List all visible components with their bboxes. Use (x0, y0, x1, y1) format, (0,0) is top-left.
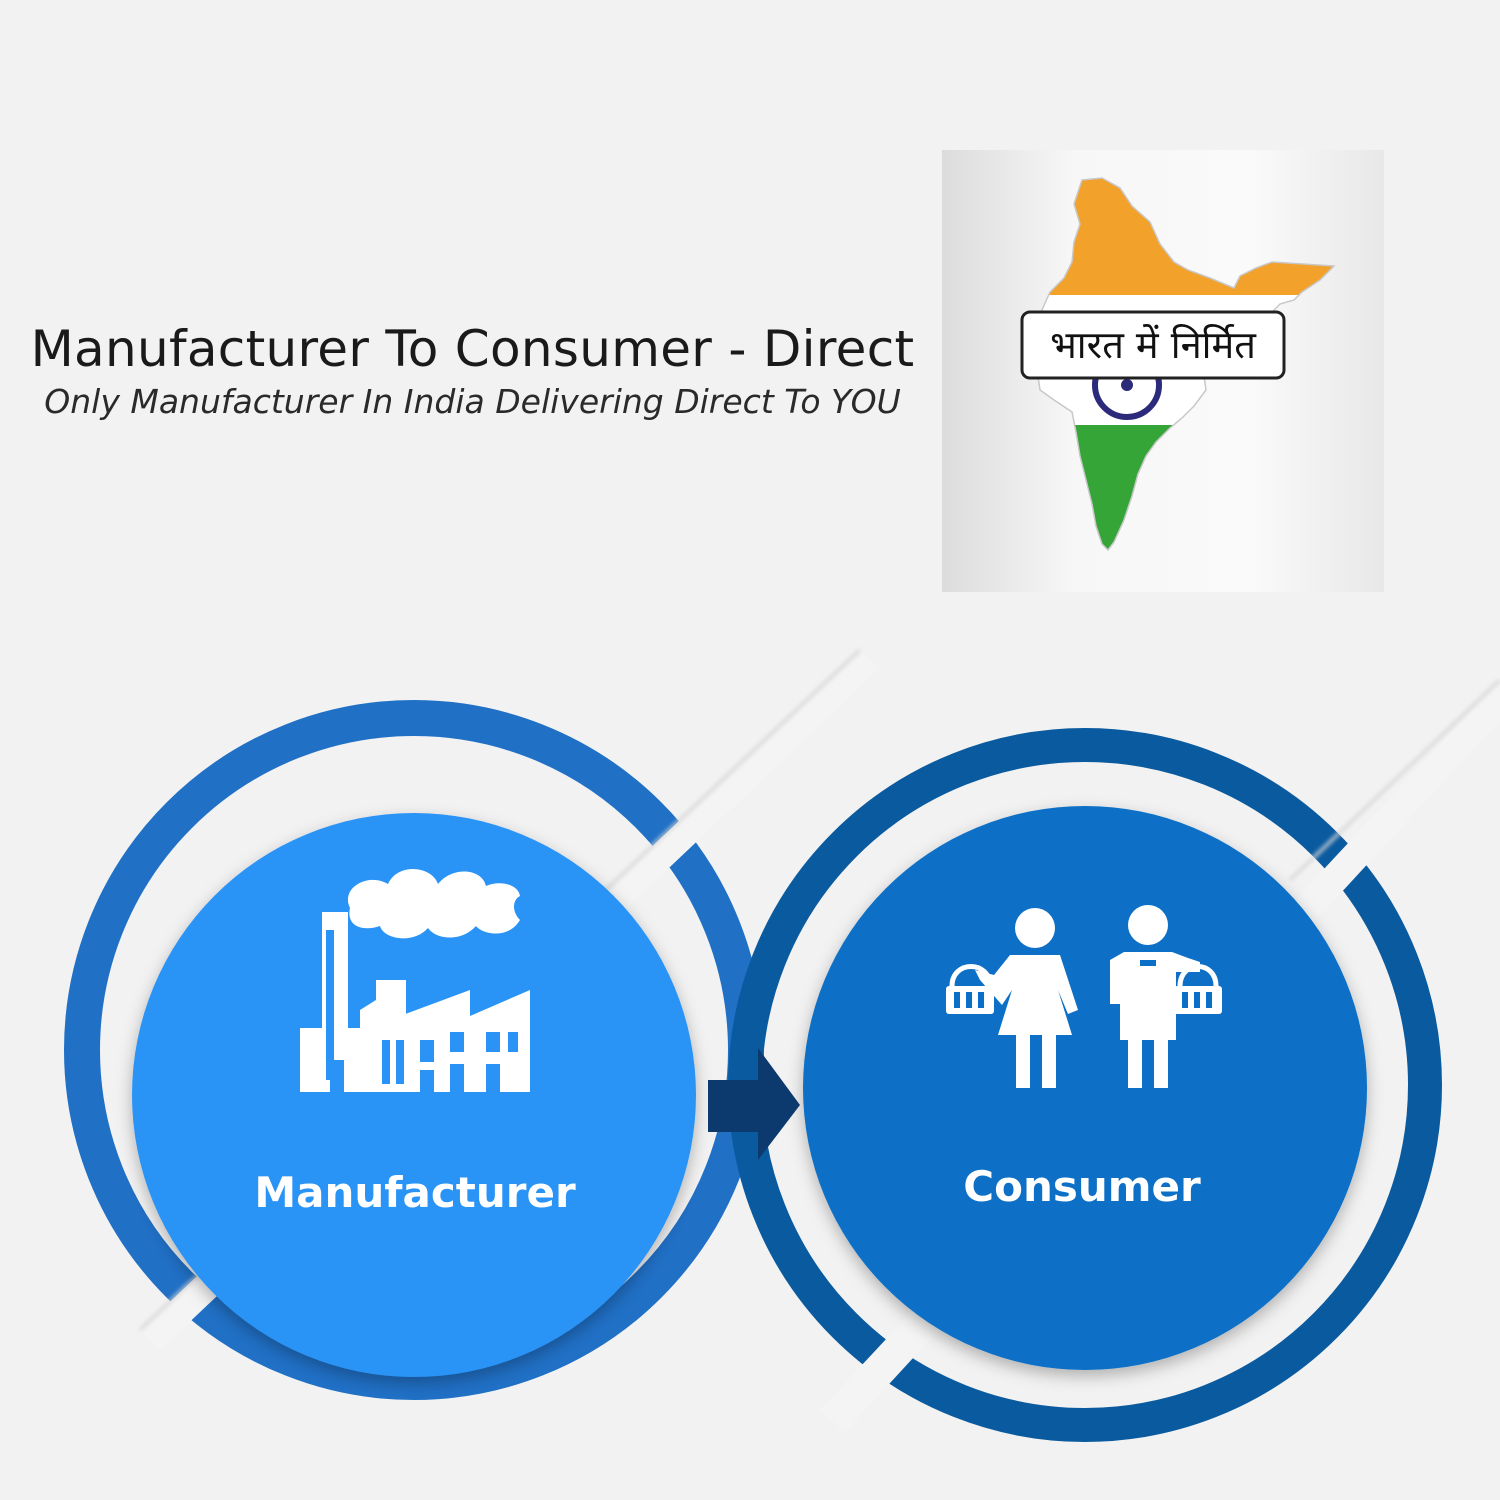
consumer-circle (803, 806, 1367, 1370)
page-subtitle: Only Manufacturer In India Delivering Di… (44, 382, 901, 421)
consumer-label: Consumer (963, 1162, 1201, 1211)
arrow-right-icon (708, 1048, 800, 1160)
page-title: Manufacturer To Consumer - Direct (30, 320, 915, 378)
made-in-india-badge: भारत में निर्मित (942, 150, 1384, 592)
factory-icon (300, 868, 530, 1092)
india-map-icon: भारत में निर्मित (1020, 177, 1336, 552)
manufacturer-label: Manufacturer (254, 1168, 576, 1217)
made-in-india-text: भारत में निर्मित (1050, 323, 1257, 367)
headline: Manufacturer To Consumer - Direct Only M… (0, 318, 945, 424)
manufacturer-circle (132, 813, 696, 1377)
